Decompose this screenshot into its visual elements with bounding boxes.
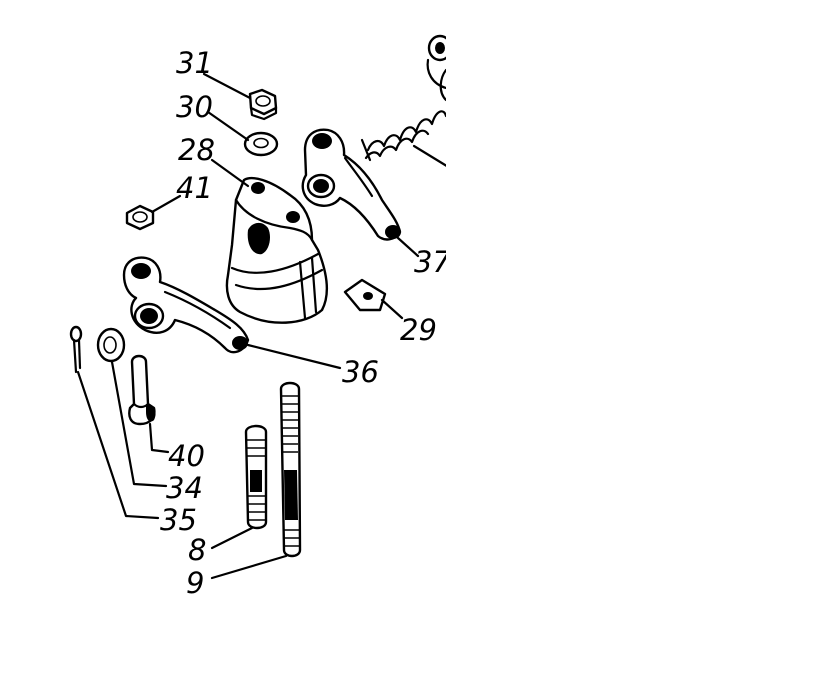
label-30: 30 xyxy=(176,90,213,124)
part-8-stud xyxy=(244,424,268,530)
label-8: 8 xyxy=(188,533,206,567)
label-28: 28 xyxy=(178,133,215,167)
label-36: 36 xyxy=(342,355,379,389)
leader-lines xyxy=(76,72,452,580)
label-40: 40 xyxy=(168,439,205,473)
blank-area xyxy=(446,0,819,692)
part-34-washer xyxy=(96,327,126,363)
part-35-cotter-pin xyxy=(69,325,83,374)
part-40-pin xyxy=(128,354,156,426)
part-36-rocker-arm xyxy=(122,256,250,354)
label-31: 31 xyxy=(176,46,213,80)
label-9: 9 xyxy=(186,566,204,600)
part-37-rocker-arm xyxy=(301,128,402,241)
label-35: 35 xyxy=(160,503,197,537)
label-37: 37 xyxy=(414,245,451,279)
label-34: 34 xyxy=(166,471,203,505)
label-29: 29 xyxy=(400,313,437,347)
part-41-nut xyxy=(125,204,155,231)
valve-spring xyxy=(360,110,448,162)
part-labels: 31 30 28 41 37 29 36 40 34 35 8 9 xyxy=(160,46,451,600)
label-41: 41 xyxy=(176,171,213,205)
part-31-nut xyxy=(248,88,278,121)
part-29-plate xyxy=(343,278,387,312)
part-28-bracket xyxy=(225,176,329,324)
part-30-washer xyxy=(243,131,279,157)
part-9-stud xyxy=(279,381,302,558)
